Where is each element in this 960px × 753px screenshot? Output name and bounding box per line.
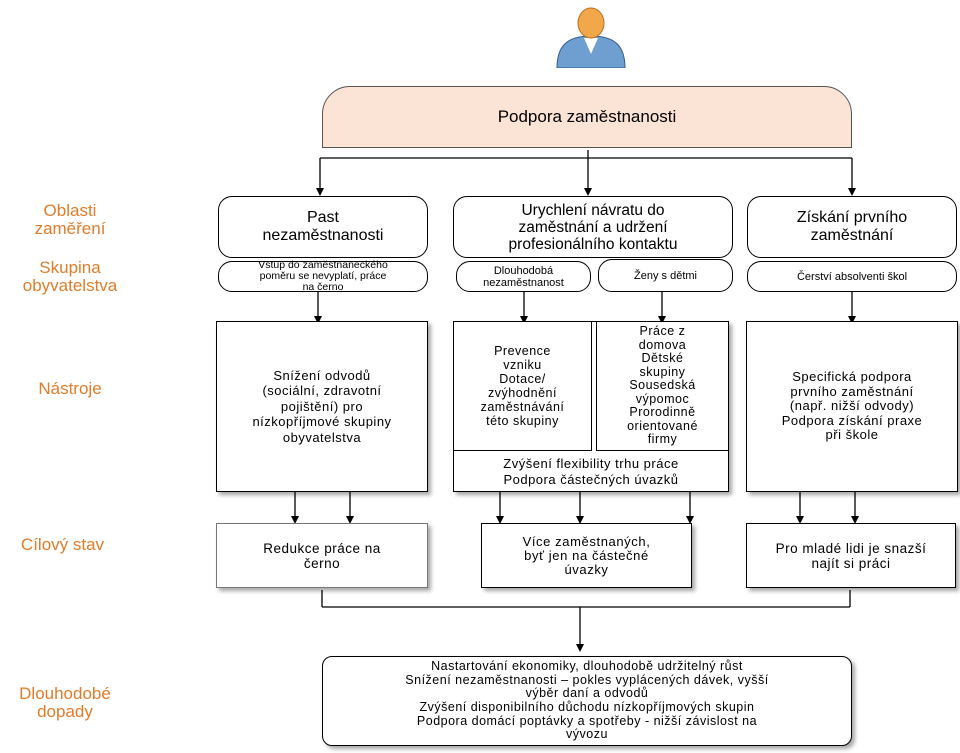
tool-prace-z-domova: Práce z domova Dětské skupiny Sousedská … <box>596 321 729 451</box>
tool-prvni-zamestnani: Specifická podpora prvního zaměstnání (n… <box>746 321 958 492</box>
area-navrat-label: Urychlení návratu do zaměstnání a udržen… <box>508 201 678 253</box>
area-past-label: Past nezaměstnanosti <box>262 209 384 244</box>
label-skupina: Skupina obyvatelstva <box>22 258 118 295</box>
impact-box: Nastartování ekonomiky, dlouhodobě udrži… <box>322 656 852 746</box>
area-prvni: Získání prvního zaměstnání <box>747 196 957 258</box>
tool-flexibilita: Zvýšení flexibility trhu práce Podpora č… <box>456 454 726 490</box>
top-title-box: Podpora zaměstnanosti <box>322 86 852 148</box>
goal-mladi-lide: Pro mladé lidi je snazší najít si práci <box>746 523 956 588</box>
tool-prvni-zamestnani-label: Specifická podpora prvního zaměstnání (n… <box>781 369 923 443</box>
goal-vice-zamestnanych-label: Více zaměstnaných, byť jen na částečné ú… <box>522 533 651 577</box>
person-icon <box>553 6 629 69</box>
group-cerna-prace: Vstup do zaměstnaneckého poměru se nevyp… <box>218 259 428 293</box>
top-title: Podpora zaměstnanosti <box>497 107 677 126</box>
group-dlouhodoba: Dlouhodobá nezaměstnanost <box>456 261 591 292</box>
goal-mladi-lide-label: Pro mladé lidi je snazší najít si práci <box>775 540 927 571</box>
tool-flexibilita-label: Zvýšení flexibility trhu práce Podpora č… <box>503 456 679 487</box>
group-absolventi-label: Čerství absolventi škol <box>796 270 908 283</box>
tool-prevence-label: Prevence vzniku Dotace/ zvýhodnění zaměs… <box>480 344 565 428</box>
goal-redukce: Redukce práce na černo <box>216 523 428 588</box>
group-cerna-prace-label: Vstup do zaměstnaneckého poměru se nevyp… <box>258 259 388 293</box>
label-cilovy: Cílový stav <box>20 535 105 554</box>
tool-odvody: Snížení odvodů (sociální, zdravotní poji… <box>216 321 428 492</box>
group-zeny-label: Ženy s dětmi <box>634 269 697 282</box>
area-prvni-label: Získání prvního zaměstnání <box>796 209 908 244</box>
label-dopady: Dlouhodobé dopady <box>19 684 111 721</box>
label-oblasti: Oblasti zaměření <box>34 201 106 238</box>
tool-prace-z-domova-label: Práce z domova Dětské skupiny Sousedská … <box>627 324 698 447</box>
area-navrat: Urychlení návratu do zaměstnání a udržen… <box>453 196 733 258</box>
label-nastroje: Nástroje <box>38 379 102 398</box>
area-past: Past nezaměstnanosti <box>218 196 428 258</box>
impact-text: Nastartování ekonomiky, dlouhodobě udrži… <box>405 658 769 742</box>
tool-odvody-label: Snížení odvodů (sociální, zdravotní poji… <box>252 367 392 445</box>
group-dlouhodoba-label: Dlouhodobá nezaměstnanost <box>483 264 564 289</box>
goal-vice-zamestnanych: Více zaměstnaných, byť jen na částečné ú… <box>481 523 692 588</box>
goal-redukce-label: Redukce práce na černo <box>263 540 381 571</box>
tool-prevence: Prevence vzniku Dotace/ zvýhodnění zaměs… <box>453 321 592 451</box>
group-zeny: Ženy s dětmi <box>598 259 733 292</box>
group-absolventi: Čerství absolventi škol <box>747 261 957 292</box>
